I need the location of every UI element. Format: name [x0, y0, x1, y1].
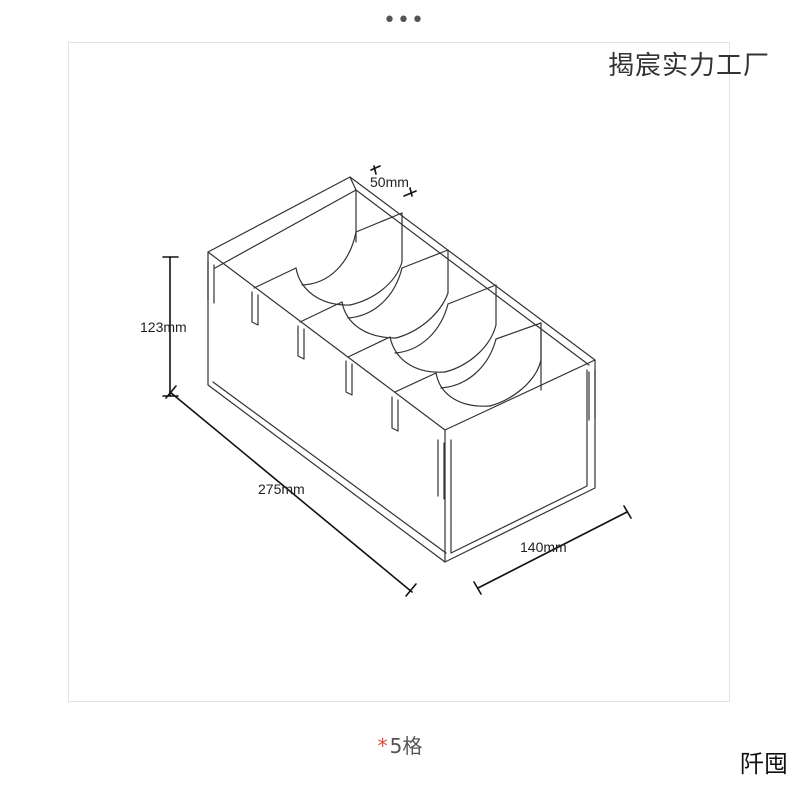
- dim-line-width: [473, 505, 632, 595]
- dim-label-slot-width: 50mm: [370, 174, 409, 190]
- tab-2: [297, 325, 305, 360]
- divider-1: [253, 212, 403, 306]
- dim-label-width: 140mm: [520, 539, 567, 555]
- image-frame: [68, 42, 730, 702]
- end-slot-right: [588, 369, 596, 421]
- brand-text: 揭宸实力工厂: [607, 51, 770, 81]
- dim-label-height: 123mm: [140, 319, 187, 335]
- tab-4: [391, 396, 399, 432]
- end-slot-left: [207, 261, 215, 304]
- dim-line-slot: [370, 165, 417, 197]
- end-panel-inner: [450, 369, 588, 554]
- asterisk-mark: *: [377, 734, 388, 758]
- divider-2: [299, 249, 449, 339]
- caption: *5格: [0, 730, 800, 759]
- box-base-inner: [212, 381, 447, 554]
- box-back-corner: [349, 176, 357, 243]
- corner-text: 阡囤: [740, 750, 788, 778]
- divider-3: [347, 284, 497, 373]
- divider-4: [394, 322, 542, 407]
- dim-line-length: [165, 385, 417, 597]
- dim-label-length: 275mm: [258, 481, 305, 497]
- caption-text: 5格: [389, 734, 423, 758]
- more-dots-icon[interactable]: •••: [383, 8, 425, 33]
- end-slot-front: [437, 439, 445, 500]
- tab-1: [251, 291, 259, 326]
- box-top-left-edge: [207, 251, 596, 431]
- tab-3: [345, 360, 353, 396]
